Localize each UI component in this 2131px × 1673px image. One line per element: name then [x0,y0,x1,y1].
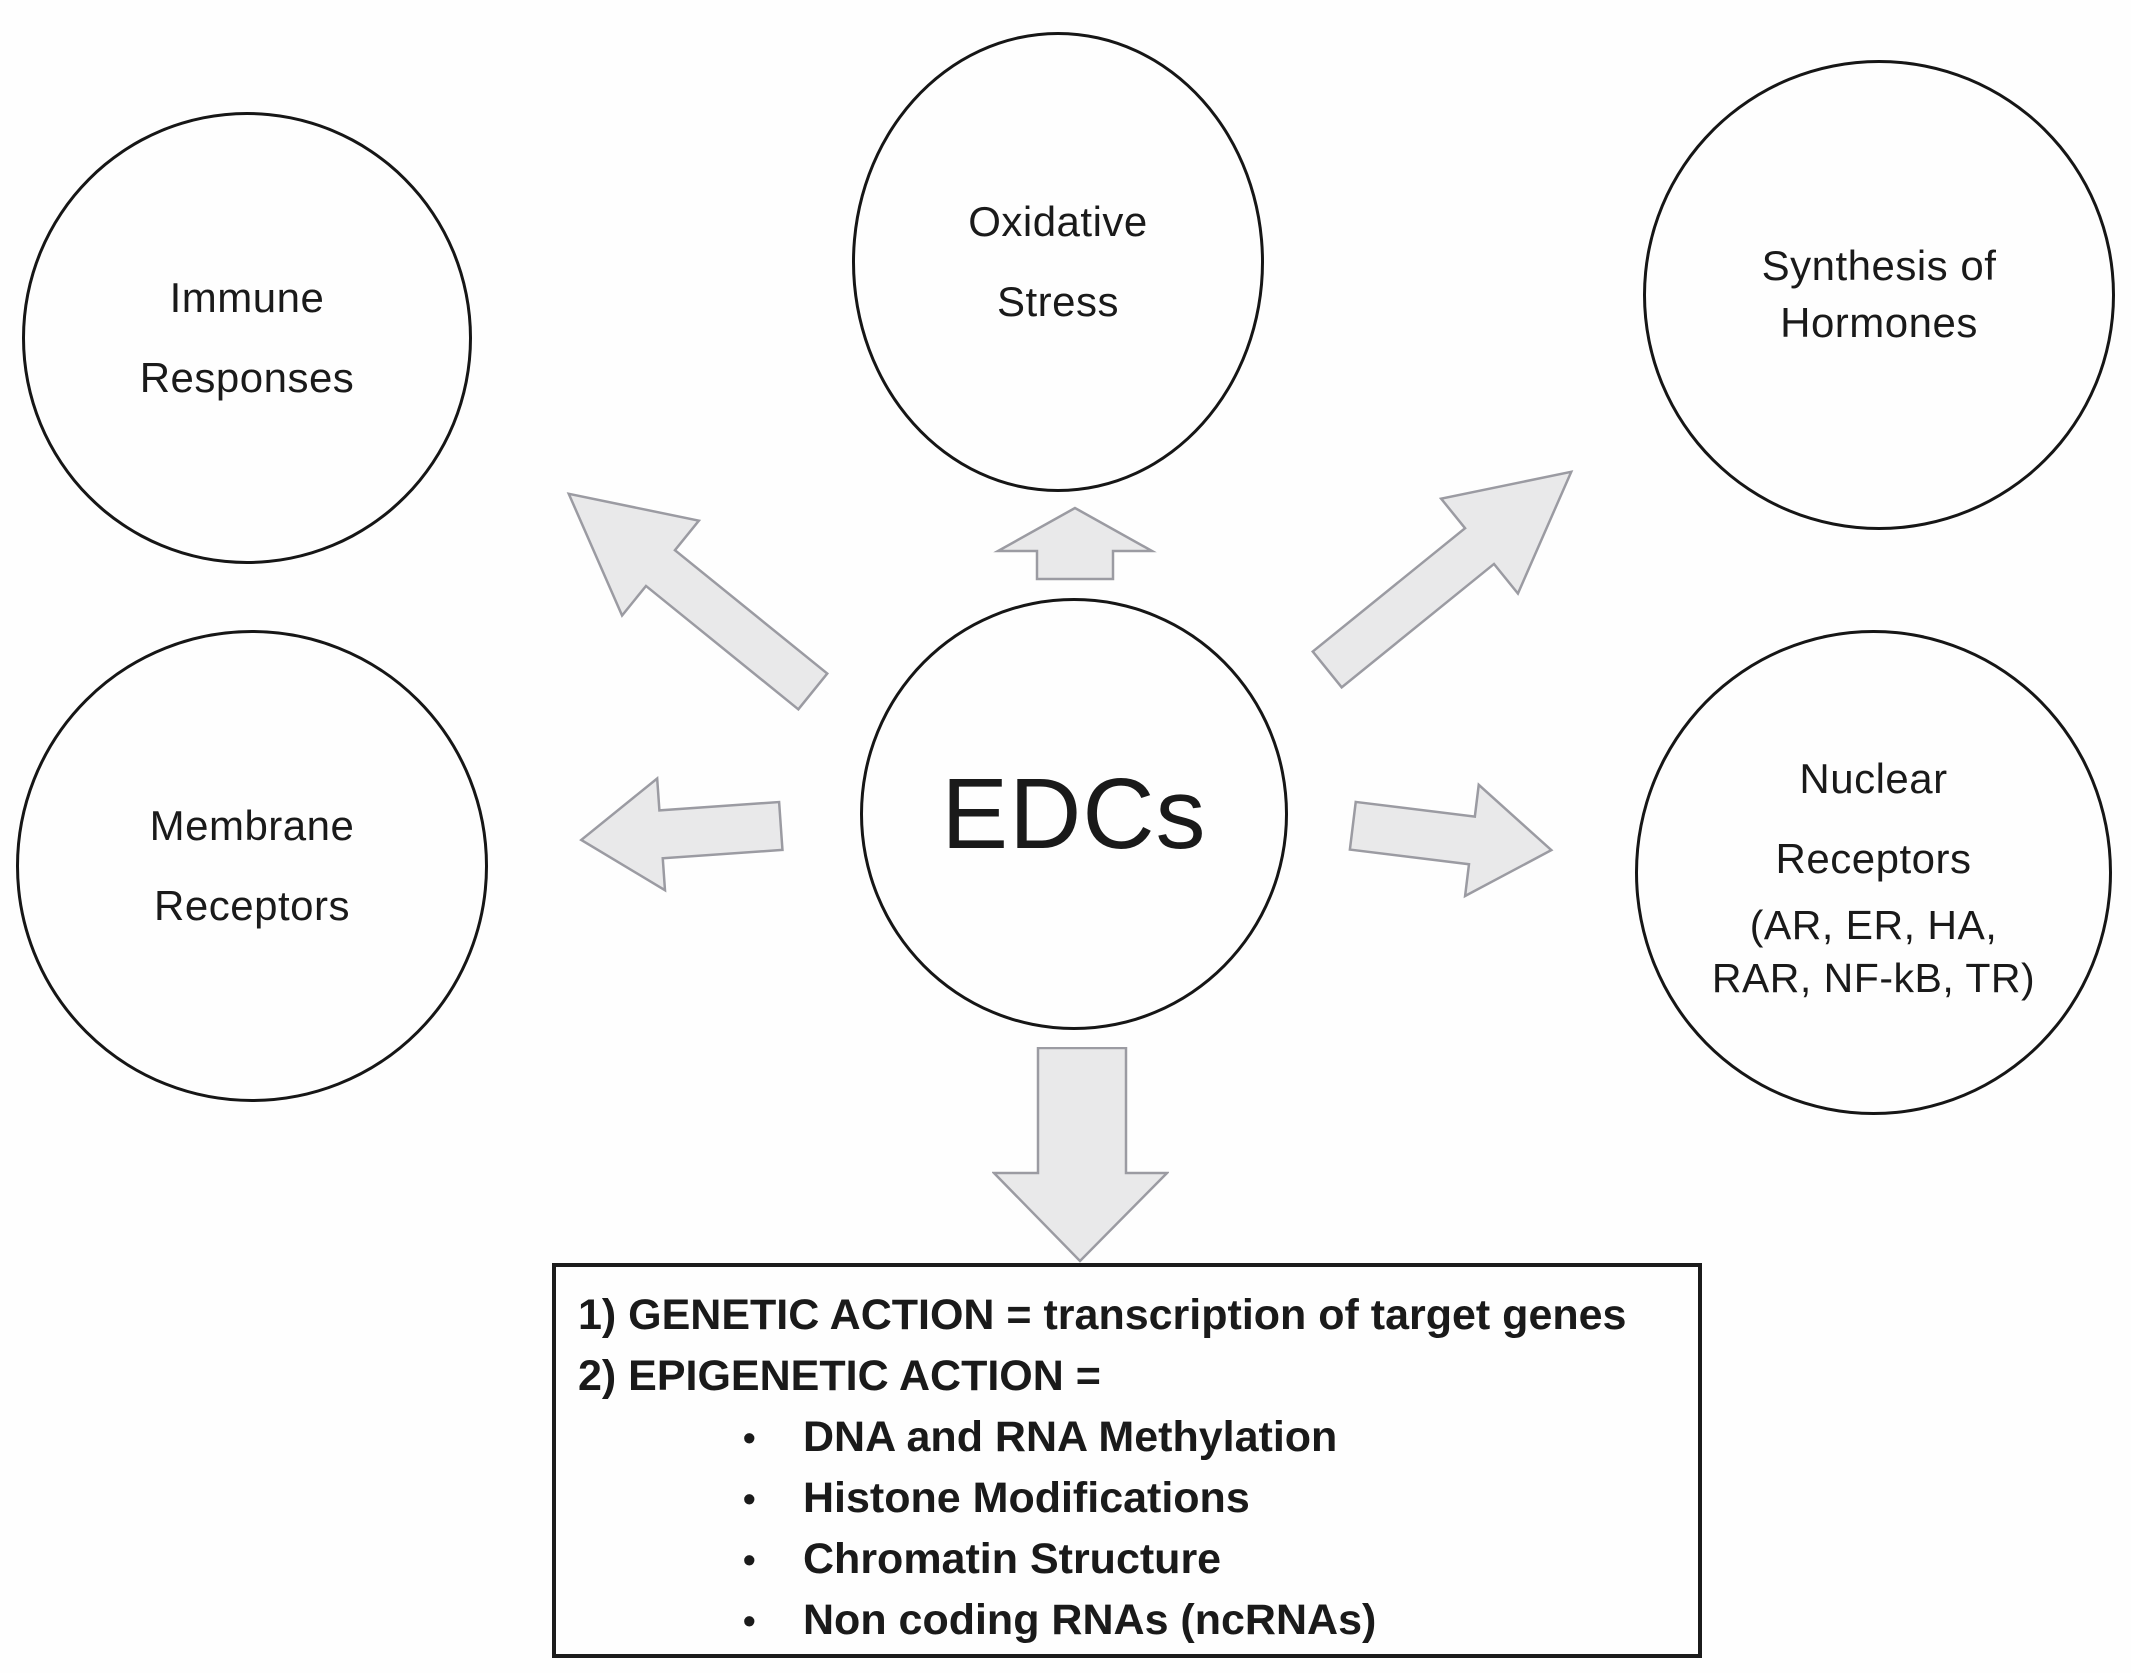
label-line: Membrane [149,802,355,850]
block-arrow-icon [992,1047,1169,1263]
node-edcs-central: EDCs [860,598,1288,1030]
action-box: 1) GENETIC ACTION = transcription of tar… [552,1263,1702,1658]
block-arrow-icon [993,506,1157,581]
node-immune-responses-label: Immune Responses [140,258,355,418]
bullet-item: • Chromatin Structure [578,1529,1674,1590]
arrow-to-nuclear-receptors-icon [1343,764,1562,913]
label-line: Oxidative [968,198,1148,246]
bullet-item: • DNA and RNA Methylation [578,1407,1674,1468]
label-line: Immune [169,274,325,322]
arrow-to-synthesis-of-hormones-icon [1285,419,1615,721]
label-line: Synthesis of [1761,242,1997,290]
bullet-icon: • [743,1600,756,1642]
arrow-to-oxidative-stress-icon [990,506,1160,581]
node-oxidative-stress-label: Oxidative Stress [968,182,1148,342]
label-line: Receptors [1775,835,1972,883]
node-nuclear-receptors-label: Nuclear Receptors (AR, ER, HA, RAR, NF-k… [1712,739,2035,1005]
node-immune-responses: Immune Responses [22,112,472,564]
epigenetic-action-line: 2) EPIGENETIC ACTION = [578,1352,1101,1401]
node-synthesis-of-hormones-label: Synthesis of Hormones [1762,238,1997,351]
label-line: Stress [996,278,1119,325]
bullet-item-label: Non coding RNAs (ncRNAs) [803,1596,1377,1645]
node-membrane-receptors: Membrane Receptors [16,630,488,1102]
bullet-item: • Non coding RNAs (ncRNAs) [578,1590,1674,1651]
node-oxidative-stress: Oxidative Stress [852,32,1264,492]
bullet-icon: • [743,1478,756,1520]
label-line: Responses [139,354,355,401]
label-line: (AR, ER, HA, [1749,902,1998,948]
arrow-to-action-box-icon [992,1047,1169,1263]
genetic-action-line: 1) GENETIC ACTION = transcription of tar… [578,1291,1627,1339]
label-line: Hormones [1780,299,1978,346]
node-nuclear-receptors: Nuclear Receptors (AR, ER, HA, RAR, NF-k… [1635,630,2112,1115]
bullet-item-label: Chromatin Structure [803,1535,1222,1584]
block-arrow-icon [579,776,784,893]
bullet-item-label: DNA and RNA Methylation [803,1413,1338,1462]
bullet-item-label: Histone Modifications [803,1474,1250,1523]
node-synthesis-of-hormones: Synthesis of Hormones [1643,60,2115,530]
label-line: Nuclear [1799,755,1948,803]
arrow-to-membrane-receptors-icon [574,763,787,902]
block-arrow-icon [1348,782,1554,899]
bullet-icon: • [743,1417,756,1459]
arrow-to-immune-responses-icon [525,441,855,743]
bullet-item: • Histone Modifications [578,1468,1674,1529]
block-arrow-icon [566,492,830,712]
bullet-icon: • [743,1539,756,1581]
block-arrow-icon [1310,470,1574,690]
node-membrane-receptors-label: Membrane Receptors [150,786,355,946]
label-line: RAR, NF-kB, TR) [1711,955,2036,1002]
edcs-label: EDCs [941,758,1207,870]
nuclear-receptors-sublabel: (AR, ER, HA, RAR, NF-kB, TR) [1712,899,2035,1006]
label-line: Receptors [154,882,350,929]
